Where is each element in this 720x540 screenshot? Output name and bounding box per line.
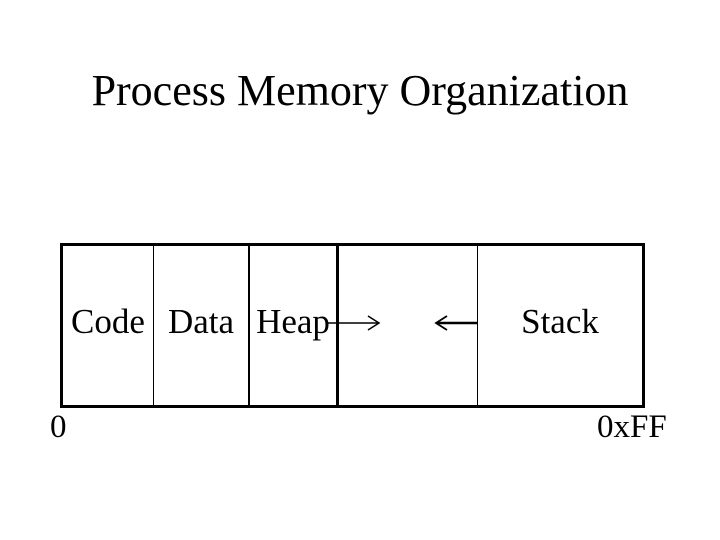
segment-code: Code [63, 246, 154, 405]
segment-heap-label: Heap [256, 302, 330, 341]
segment-code-label: Code [71, 302, 145, 341]
address-low-label: 0 [50, 409, 67, 445]
memory-layout-diagram: Code Data Heap Stack [60, 243, 645, 408]
segment-data-label: Data [167, 302, 235, 341]
segment-stack: Stack [478, 246, 642, 405]
slide-title: Process Memory Organization [91, 66, 629, 115]
segment-free-space [339, 246, 478, 405]
address-high-label: 0xFF [597, 409, 667, 445]
segment-stack-label: Stack [521, 302, 599, 341]
segment-heap: Heap [250, 246, 339, 405]
segment-data: Data [154, 246, 250, 405]
